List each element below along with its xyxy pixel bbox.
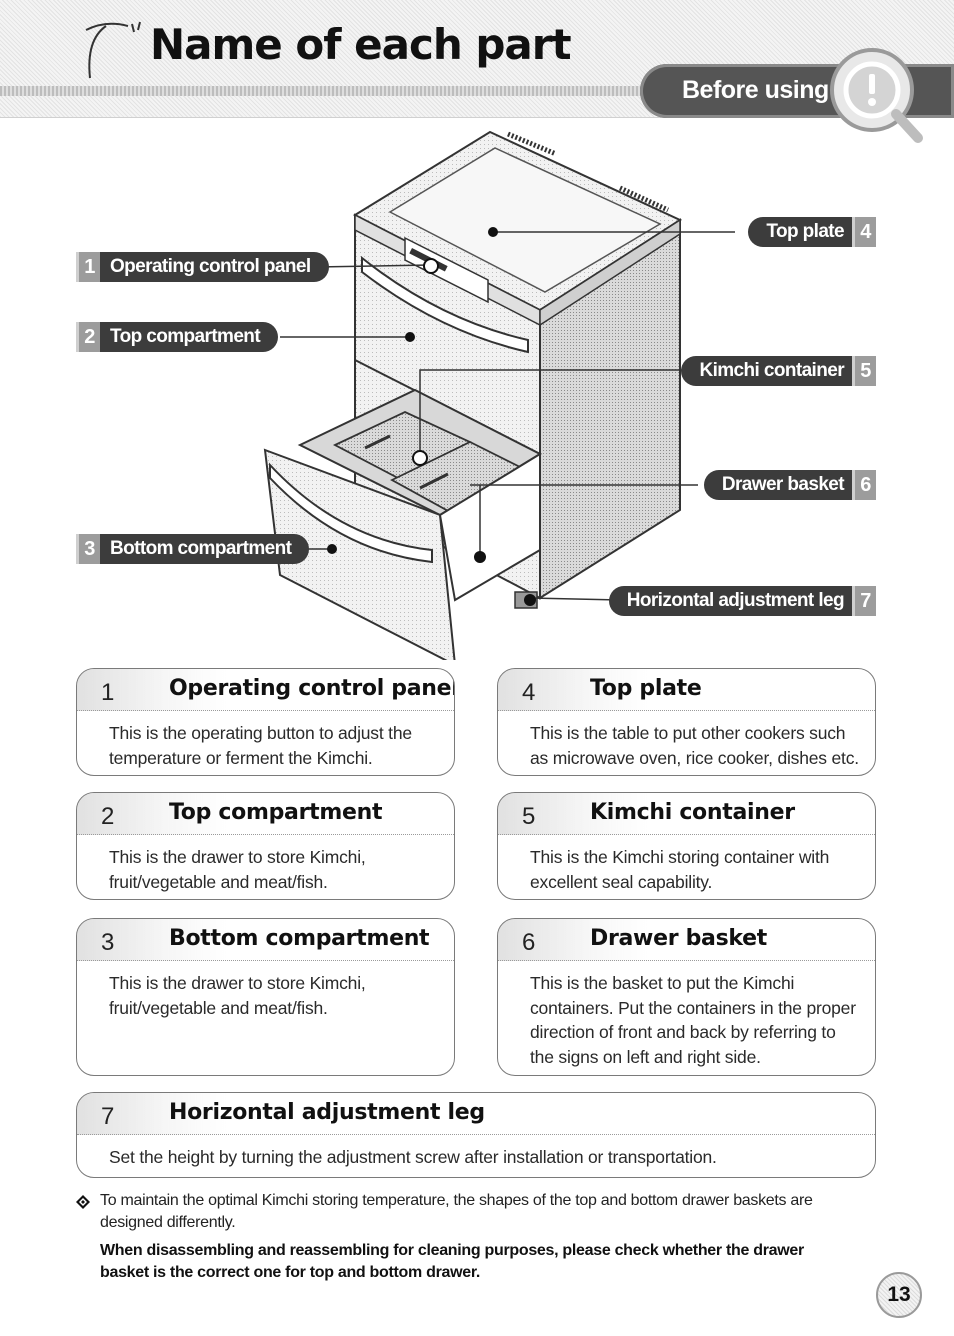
warning-line: When disassembling and reassembling for … [100,1240,880,1262]
diagram-label-top-plate: Top plate 4 [748,217,876,247]
box-title: Drawer basket [590,926,767,951]
diamond-bullet-icon [76,1195,90,1209]
diagram-label-drawer-basket: Drawer basket 6 [704,470,876,500]
box-description: This is the basket to put the Kimchi con… [530,971,863,1069]
box-description: This is the Kimchi storing container wit… [530,845,863,894]
part-box-operating-control-panel: 1 Operating control panel This is the op… [76,668,455,776]
box-title: Bottom compartment [169,926,429,951]
diagram-label-operating-control-panel: 1 Operating control panel [76,252,329,282]
refrigerator-illustration [0,120,954,660]
note-line: To maintain the optimal Kimchi storing t… [100,1190,880,1212]
section-tab-label: Before using [682,76,829,105]
diagram-label-horizontal-adjustment-leg: Horizontal adjustment leg 7 [609,586,876,616]
part-box-bottom-compartment: 3 Bottom compartment This is the drawer … [76,918,455,1076]
box-title: Horizontal adjustment leg [169,1100,485,1125]
diagram-label-kimchi-container: Kimchi container 5 [681,356,876,386]
box-number: 5 [522,803,535,831]
page-title: Name of each part [150,20,571,69]
warning: When disassembling and reassembling for … [100,1240,880,1284]
warning-line: basket is the correct one for top and bo… [100,1262,880,1284]
box-number: 7 [101,1103,114,1131]
refrigerator-diagram: 1 Operating control panel 2 Top compartm… [0,120,954,660]
box-number: 6 [522,929,535,957]
box-description: This is the drawer to store Kimchi, frui… [109,971,442,1020]
box-number: 2 [101,803,114,831]
part-box-horizontal-adjustment-leg: 7 Horizontal adjustment leg Set the heig… [76,1092,876,1178]
title-swirl-icon [76,20,146,82]
box-number: 3 [101,929,114,957]
box-number: 1 [101,679,114,707]
part-box-top-compartment: 2 Top compartment This is the drawer to … [76,792,455,900]
box-title: Top plate [590,676,701,701]
box-number: 4 [522,679,535,707]
diagram-label-top-compartment: 2 Top compartment [76,322,278,352]
box-description: This is the operating button to adjust t… [109,721,442,770]
part-box-top-plate: 4 Top plate This is the table to put oth… [497,668,876,776]
box-description: Set the height by turning the adjustment… [109,1145,863,1170]
box-title: Kimchi container [590,800,795,825]
box-title: Operating control panel [169,676,455,701]
diagram-label-bottom-compartment: 3 Bottom compartment [76,534,309,564]
note-line: designed differently. [100,1212,880,1234]
part-box-kimchi-container: 5 Kimchi container This is the Kimchi st… [497,792,876,900]
box-description: This is the table to put other cookers s… [530,721,863,770]
page-number: 13 [876,1272,922,1318]
box-description: This is the drawer to store Kimchi, frui… [109,845,442,894]
box-title: Top compartment [169,800,382,825]
part-box-drawer-basket: 6 Drawer basket This is the basket to pu… [497,918,876,1076]
